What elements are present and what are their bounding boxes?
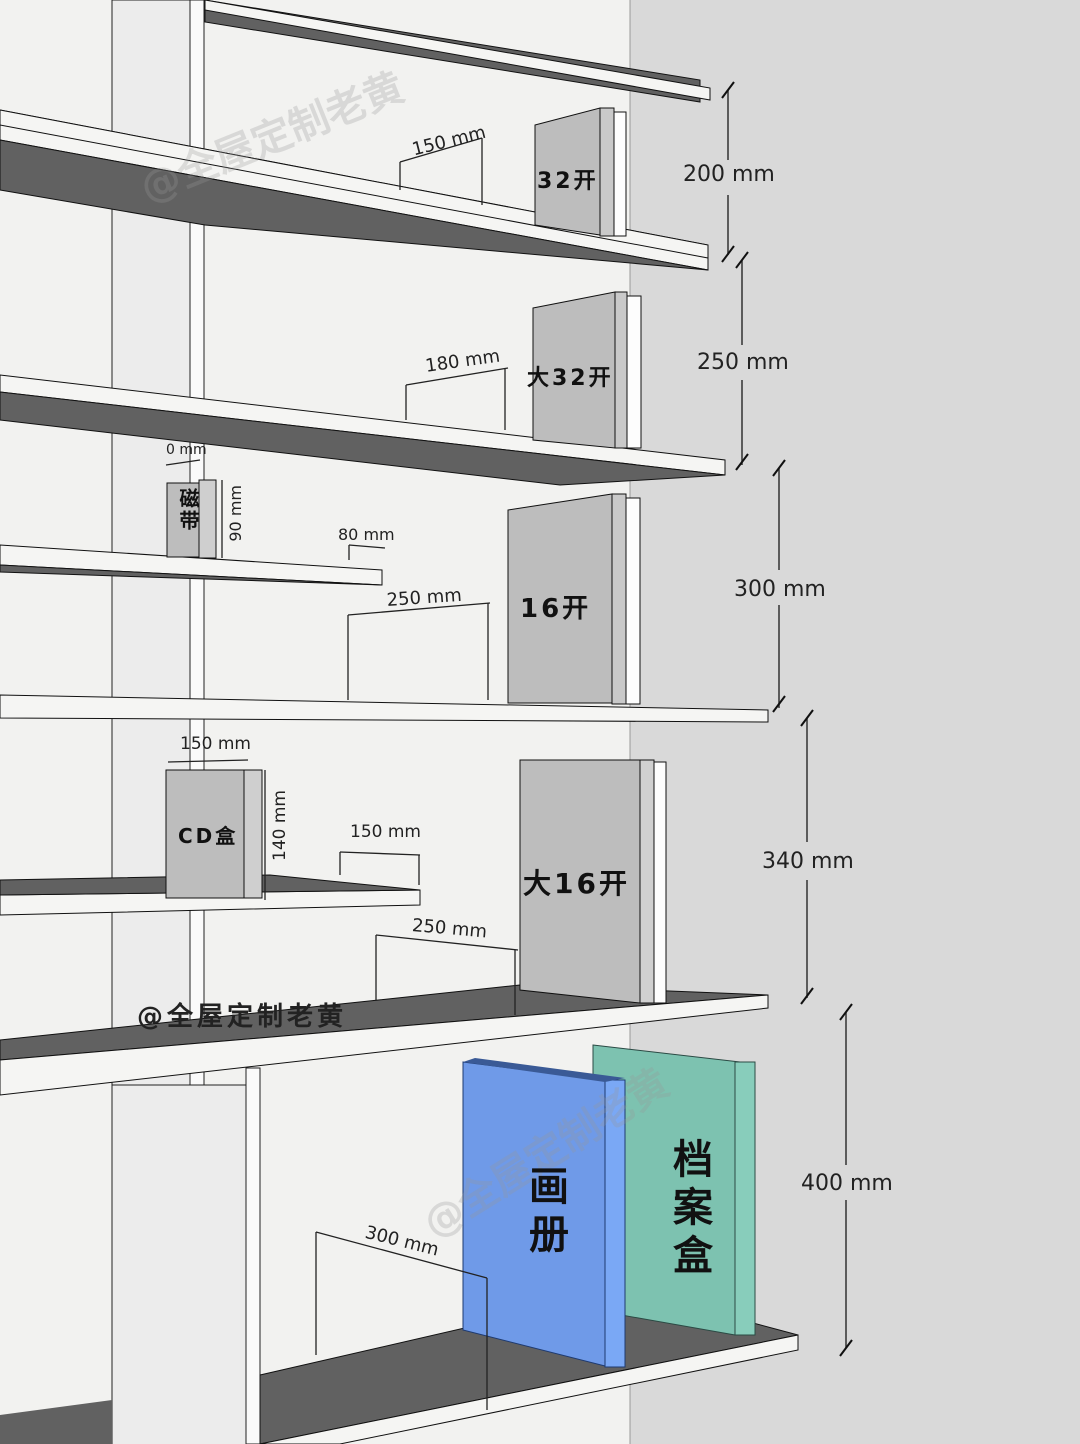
tape-height-label: 90 mm [226, 485, 245, 542]
book-label-album: 画册 [522, 1165, 568, 1261]
author-credit: @全屋定制老黄 [137, 1002, 348, 1032]
book-label-32kai: 32开 [537, 169, 599, 194]
tape-shelf-label: 80 mm [338, 525, 395, 544]
height-label-4: 340 mm [762, 849, 854, 874]
cd-height-label: 140 mm [270, 790, 290, 861]
height-label-5: 400 mm [801, 1171, 893, 1196]
tape-width-label: 0 mm [166, 442, 207, 458]
book-label-cd: CD盒 [178, 824, 239, 848]
height-label-1: 200 mm [683, 162, 775, 187]
book-label-16kai: 16开 [520, 594, 592, 624]
height-label-3: 300 mm [734, 577, 826, 602]
cd-shelf-label: 150 mm [350, 822, 421, 842]
cd-width-label: 150 mm [180, 734, 251, 754]
height-label-2: 250 mm [697, 350, 789, 375]
book-label-tape: 磁带 [176, 488, 200, 532]
book-label-archive: 档案盒 [666, 1138, 712, 1282]
book-label-da16kai: 大16开 [523, 867, 630, 900]
book-label-da32kai: 大32开 [527, 366, 614, 391]
